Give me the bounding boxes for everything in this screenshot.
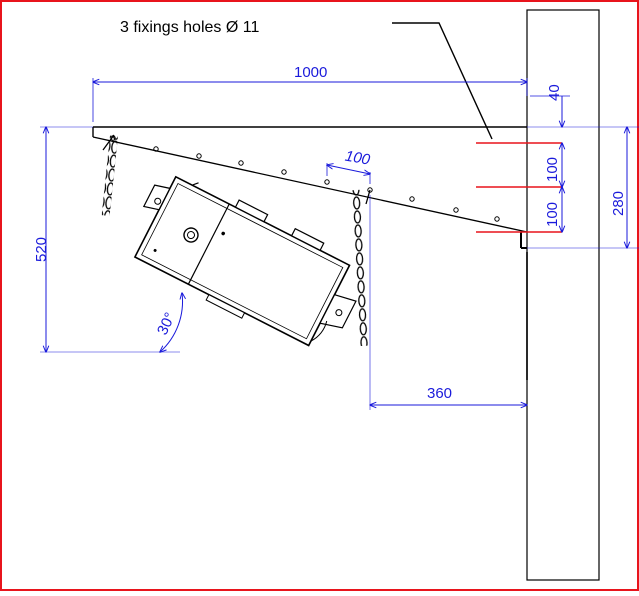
wall [526, 9, 600, 581]
dim-overall-height: 520 [33, 127, 180, 352]
title-note: 3 fixings holes Ø 11 [120, 19, 259, 36]
dim-top-offset: 40 [530, 84, 570, 127]
dim-top-offset-label: 40 [546, 84, 563, 101]
dim-chain-offset: 360 [370, 195, 527, 410]
dim-tilt-angle-label: 30° [154, 310, 179, 338]
dim-width-top-label: 1000 [294, 64, 327, 81]
title-leader [392, 22, 493, 140]
dim-chain-offset-label: 360 [427, 385, 452, 402]
dim-hole-spacing: 100 100 [544, 143, 562, 232]
dim-overall-height-label: 520 [33, 237, 50, 262]
dim-pitch: 100 [327, 148, 372, 184]
fan-unit [133, 175, 357, 347]
left-chain [101, 134, 118, 216]
fixing-holes [476, 142, 562, 233]
wall-bracket [92, 126, 528, 249]
dim-width-top: 1000 [93, 64, 527, 122]
dim-hole-spacing-1: 100 [544, 157, 561, 182]
dim-tilt-angle: 30° [154, 293, 183, 352]
dim-bracket-height: 280 [527, 127, 639, 248]
right-chain [352, 189, 371, 346]
dim-bracket-height-label: 280 [610, 191, 627, 216]
dim-hole-spacing-2: 100 [544, 202, 561, 227]
dim-pitch-label: 100 [344, 148, 372, 169]
